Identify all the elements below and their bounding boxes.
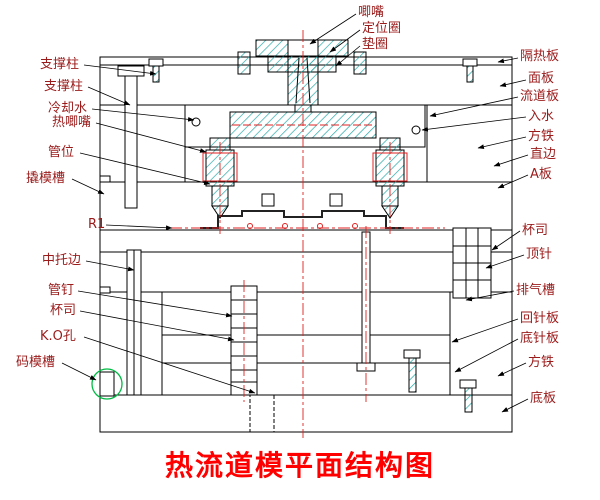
bottom-screws <box>403 349 477 413</box>
label-locating-ring: 定位圈 <box>362 21 402 36</box>
label-bottom-plate: 底板 <box>530 391 557 406</box>
label-return-pin-plate: 回针板 <box>520 311 560 326</box>
label-hot-nozzle: 热唧嘴 <box>52 115 92 130</box>
label-r1: R1 <box>88 217 106 232</box>
label-square-iron-bottom: 方铁 <box>528 355 555 370</box>
label-bottom-pin-plate: 底针板 <box>520 331 560 346</box>
label-water-inlet: 入水 <box>528 109 555 124</box>
guide-bushing-ladder <box>452 227 492 299</box>
label-tube-pin: 管钉 <box>48 283 75 298</box>
label-clamp-slot: 码模槽 <box>16 355 56 370</box>
clamp-slot-circle <box>91 368 123 400</box>
label-straight-edge: 直边 <box>530 147 557 162</box>
label-tube-position: 管位 <box>48 145 75 160</box>
screw-position-marks <box>247 223 358 229</box>
label-support-column-2: 支撑柱 <box>44 79 84 94</box>
label-insulation-plate: 隔热板 <box>520 49 560 64</box>
label-pry-slot: 撬模槽 <box>26 171 66 186</box>
molded-product-profile <box>200 193 404 229</box>
label-face-plate: 面板 <box>528 71 555 86</box>
leader-lines <box>61 13 529 413</box>
label-cup-bushing-right: 杯司 <box>522 223 549 238</box>
diagram-title: 热流道模平面结构图 <box>164 449 435 482</box>
label-nozzle: 唧嘴 <box>358 5 385 20</box>
middle-support-edge-plate <box>126 249 142 396</box>
label-vent-slot: 排气槽 <box>516 283 556 298</box>
label-ejector-pin: 顶针 <box>526 247 553 262</box>
label-support-column-1: 支撑柱 <box>40 57 80 72</box>
label-ko-hole: K.O孔 <box>40 329 76 344</box>
label-a-plate: A板 <box>530 167 552 182</box>
label-washer: 垫圈 <box>362 37 389 52</box>
label-middle-support-edge: 中托边 <box>42 253 82 268</box>
label-cup-bushing-left: 杯司 <box>50 303 77 318</box>
label-runner-plate: 流道板 <box>520 89 560 104</box>
center-lines <box>170 30 445 438</box>
label-cooling-water: 冷却水 <box>48 101 88 116</box>
locating-ring-assembly <box>148 39 478 106</box>
mold-cross-section-drawing <box>61 13 529 438</box>
label-square-iron-top: 方铁 <box>528 129 555 144</box>
